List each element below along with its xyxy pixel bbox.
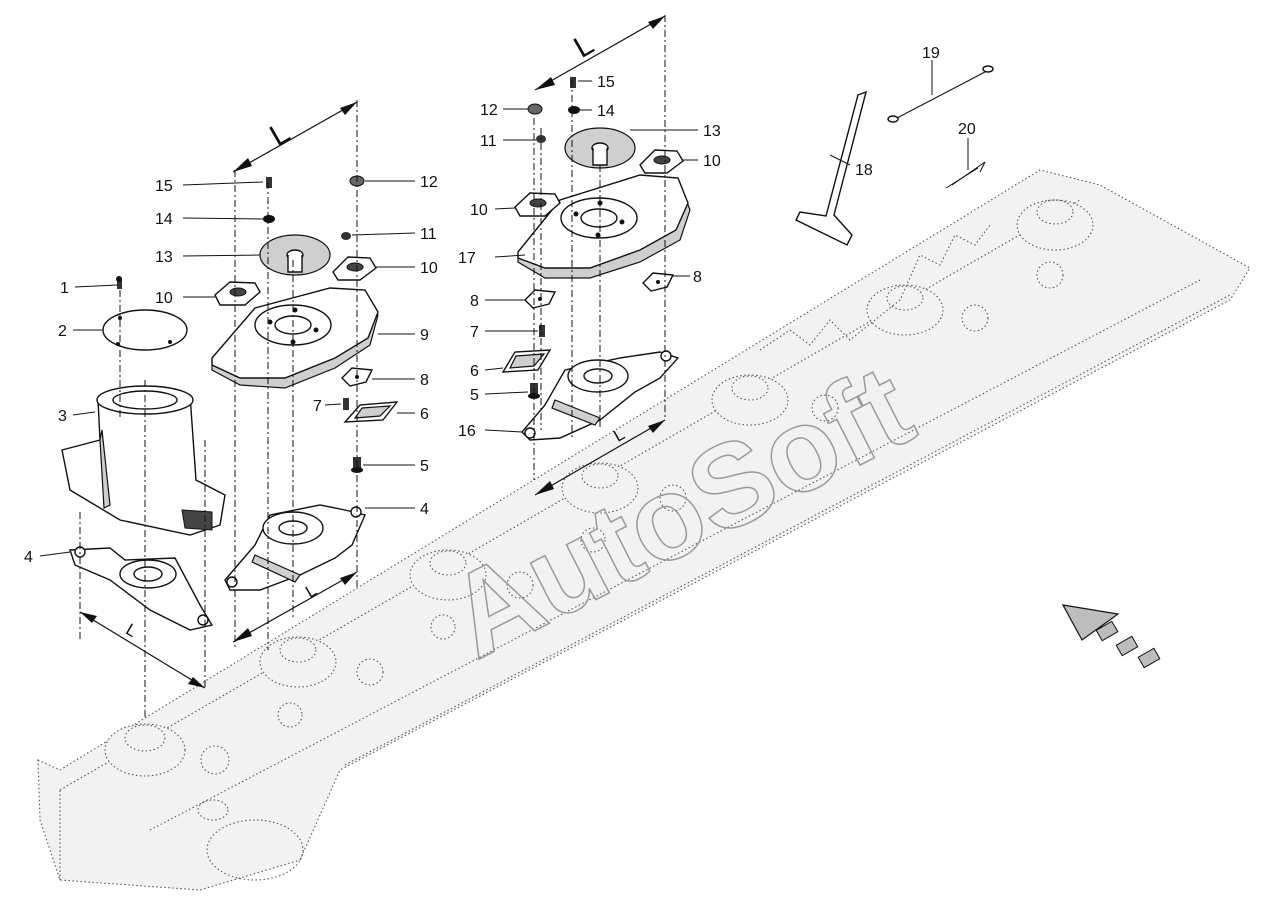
- callout-5-b: 5: [470, 387, 479, 404]
- callout-6-a: 6: [420, 406, 429, 423]
- blade-holder-part-10-b: [332, 256, 377, 281]
- screw-part-1: [116, 276, 122, 289]
- blade-holder-part-10-c: [514, 192, 561, 217]
- disc-hub-2: [259, 614, 456, 688]
- callout-18: 18: [855, 162, 873, 179]
- disc-hub-7: [1016, 199, 1094, 289]
- callout-11-right: 11: [480, 133, 497, 150]
- blade-holder-part-10-d: [639, 149, 684, 174]
- washer-part-14-b: [568, 106, 580, 114]
- disc-hub-4: [561, 462, 687, 514]
- screw-part-7-a: [343, 398, 349, 410]
- mount-bracket-part-4-middle: [224, 504, 366, 591]
- callout-15-left: 15: [155, 178, 173, 195]
- callout-16: 16: [458, 423, 476, 440]
- callout-labels: 1 2 3 4 15 14 13 10 12 11 10 9 8 7 6 5 4…: [24, 45, 976, 566]
- disc-hub-3: [409, 527, 606, 601]
- callout-10-c: 10: [470, 202, 488, 219]
- callout-4-middle: 4: [420, 501, 429, 518]
- mount-bracket-part-4-left: [69, 546, 214, 631]
- callout-14-right: 14: [597, 103, 615, 120]
- callout-19: 19: [922, 45, 940, 62]
- callout-6-b: 6: [470, 363, 479, 380]
- callout-12-right: 12: [480, 102, 498, 119]
- bolt-part-15-b: [570, 77, 576, 88]
- disc-hub-1: [104, 702, 303, 777]
- callout-4-left: 4: [24, 549, 33, 566]
- cutter-disc-part-17: [517, 174, 691, 279]
- callout-5-a: 5: [420, 458, 429, 475]
- callout-17: 17: [458, 250, 476, 267]
- callout-20: 20: [958, 121, 976, 138]
- callout-10-d: 10: [703, 153, 721, 170]
- callout-7-b: 7: [470, 324, 479, 341]
- callout-10-a: 10: [155, 290, 173, 307]
- callout-8-c: 8: [693, 269, 702, 286]
- disc-hub-5: [711, 374, 839, 426]
- callout-3: 3: [58, 408, 67, 425]
- leader-lines: [39, 60, 969, 557]
- callout-9: 9: [420, 327, 429, 344]
- callout-11-left: 11: [420, 226, 437, 243]
- nut-part-11-a: [341, 232, 351, 240]
- hub-cap-part-13-right: [564, 127, 636, 169]
- hub-cap-part-13-left: [259, 234, 331, 276]
- nut-part-12-b: [527, 103, 543, 115]
- blade-holder-part-10-a: [214, 281, 261, 306]
- callout-8-a: 8: [420, 372, 429, 389]
- bolt-part-15-a: [266, 177, 272, 188]
- callout-1: 1: [60, 280, 69, 297]
- dimension-lines: [79, 15, 666, 689]
- knife-outline: [759, 224, 991, 351]
- screw-part-7-b: [539, 325, 545, 337]
- callout-13-left: 13: [155, 249, 173, 266]
- washer-part-14-a: [263, 215, 275, 223]
- blade-part-6-b: [501, 349, 552, 373]
- dimension-label-right: L: [568, 28, 599, 65]
- direction-arrow: [1061, 604, 1161, 669]
- blade-part-6-a: [343, 401, 399, 423]
- cable-part-19: [887, 65, 994, 123]
- callout-15-right: 15: [597, 74, 615, 91]
- callout-13-right: 13: [703, 123, 721, 140]
- centerlines: [79, 15, 666, 720]
- callout-7-a: 7: [313, 398, 322, 415]
- callout-12-left: 12: [420, 174, 438, 191]
- gauge-part-18: [795, 90, 868, 246]
- cover-plate-part-2: [102, 309, 188, 351]
- dimension-label-bottom-left: L: [123, 620, 141, 641]
- callout-2: 2: [58, 323, 67, 340]
- plate-part-8-c: [642, 272, 675, 292]
- callout-10-b: 10: [420, 260, 438, 277]
- callout-14-left: 14: [155, 211, 173, 228]
- disc-hub-6: [866, 284, 989, 336]
- dimension-label-bottom-middle: L: [302, 580, 320, 601]
- pin-part-20: [945, 161, 986, 189]
- plate-part-8-b: [524, 289, 557, 309]
- dimension-label-left: L: [264, 116, 295, 153]
- callout-8-b: 8: [470, 293, 479, 310]
- plate-part-8-a: [341, 367, 374, 387]
- cone-guard-part-3: [61, 385, 226, 536]
